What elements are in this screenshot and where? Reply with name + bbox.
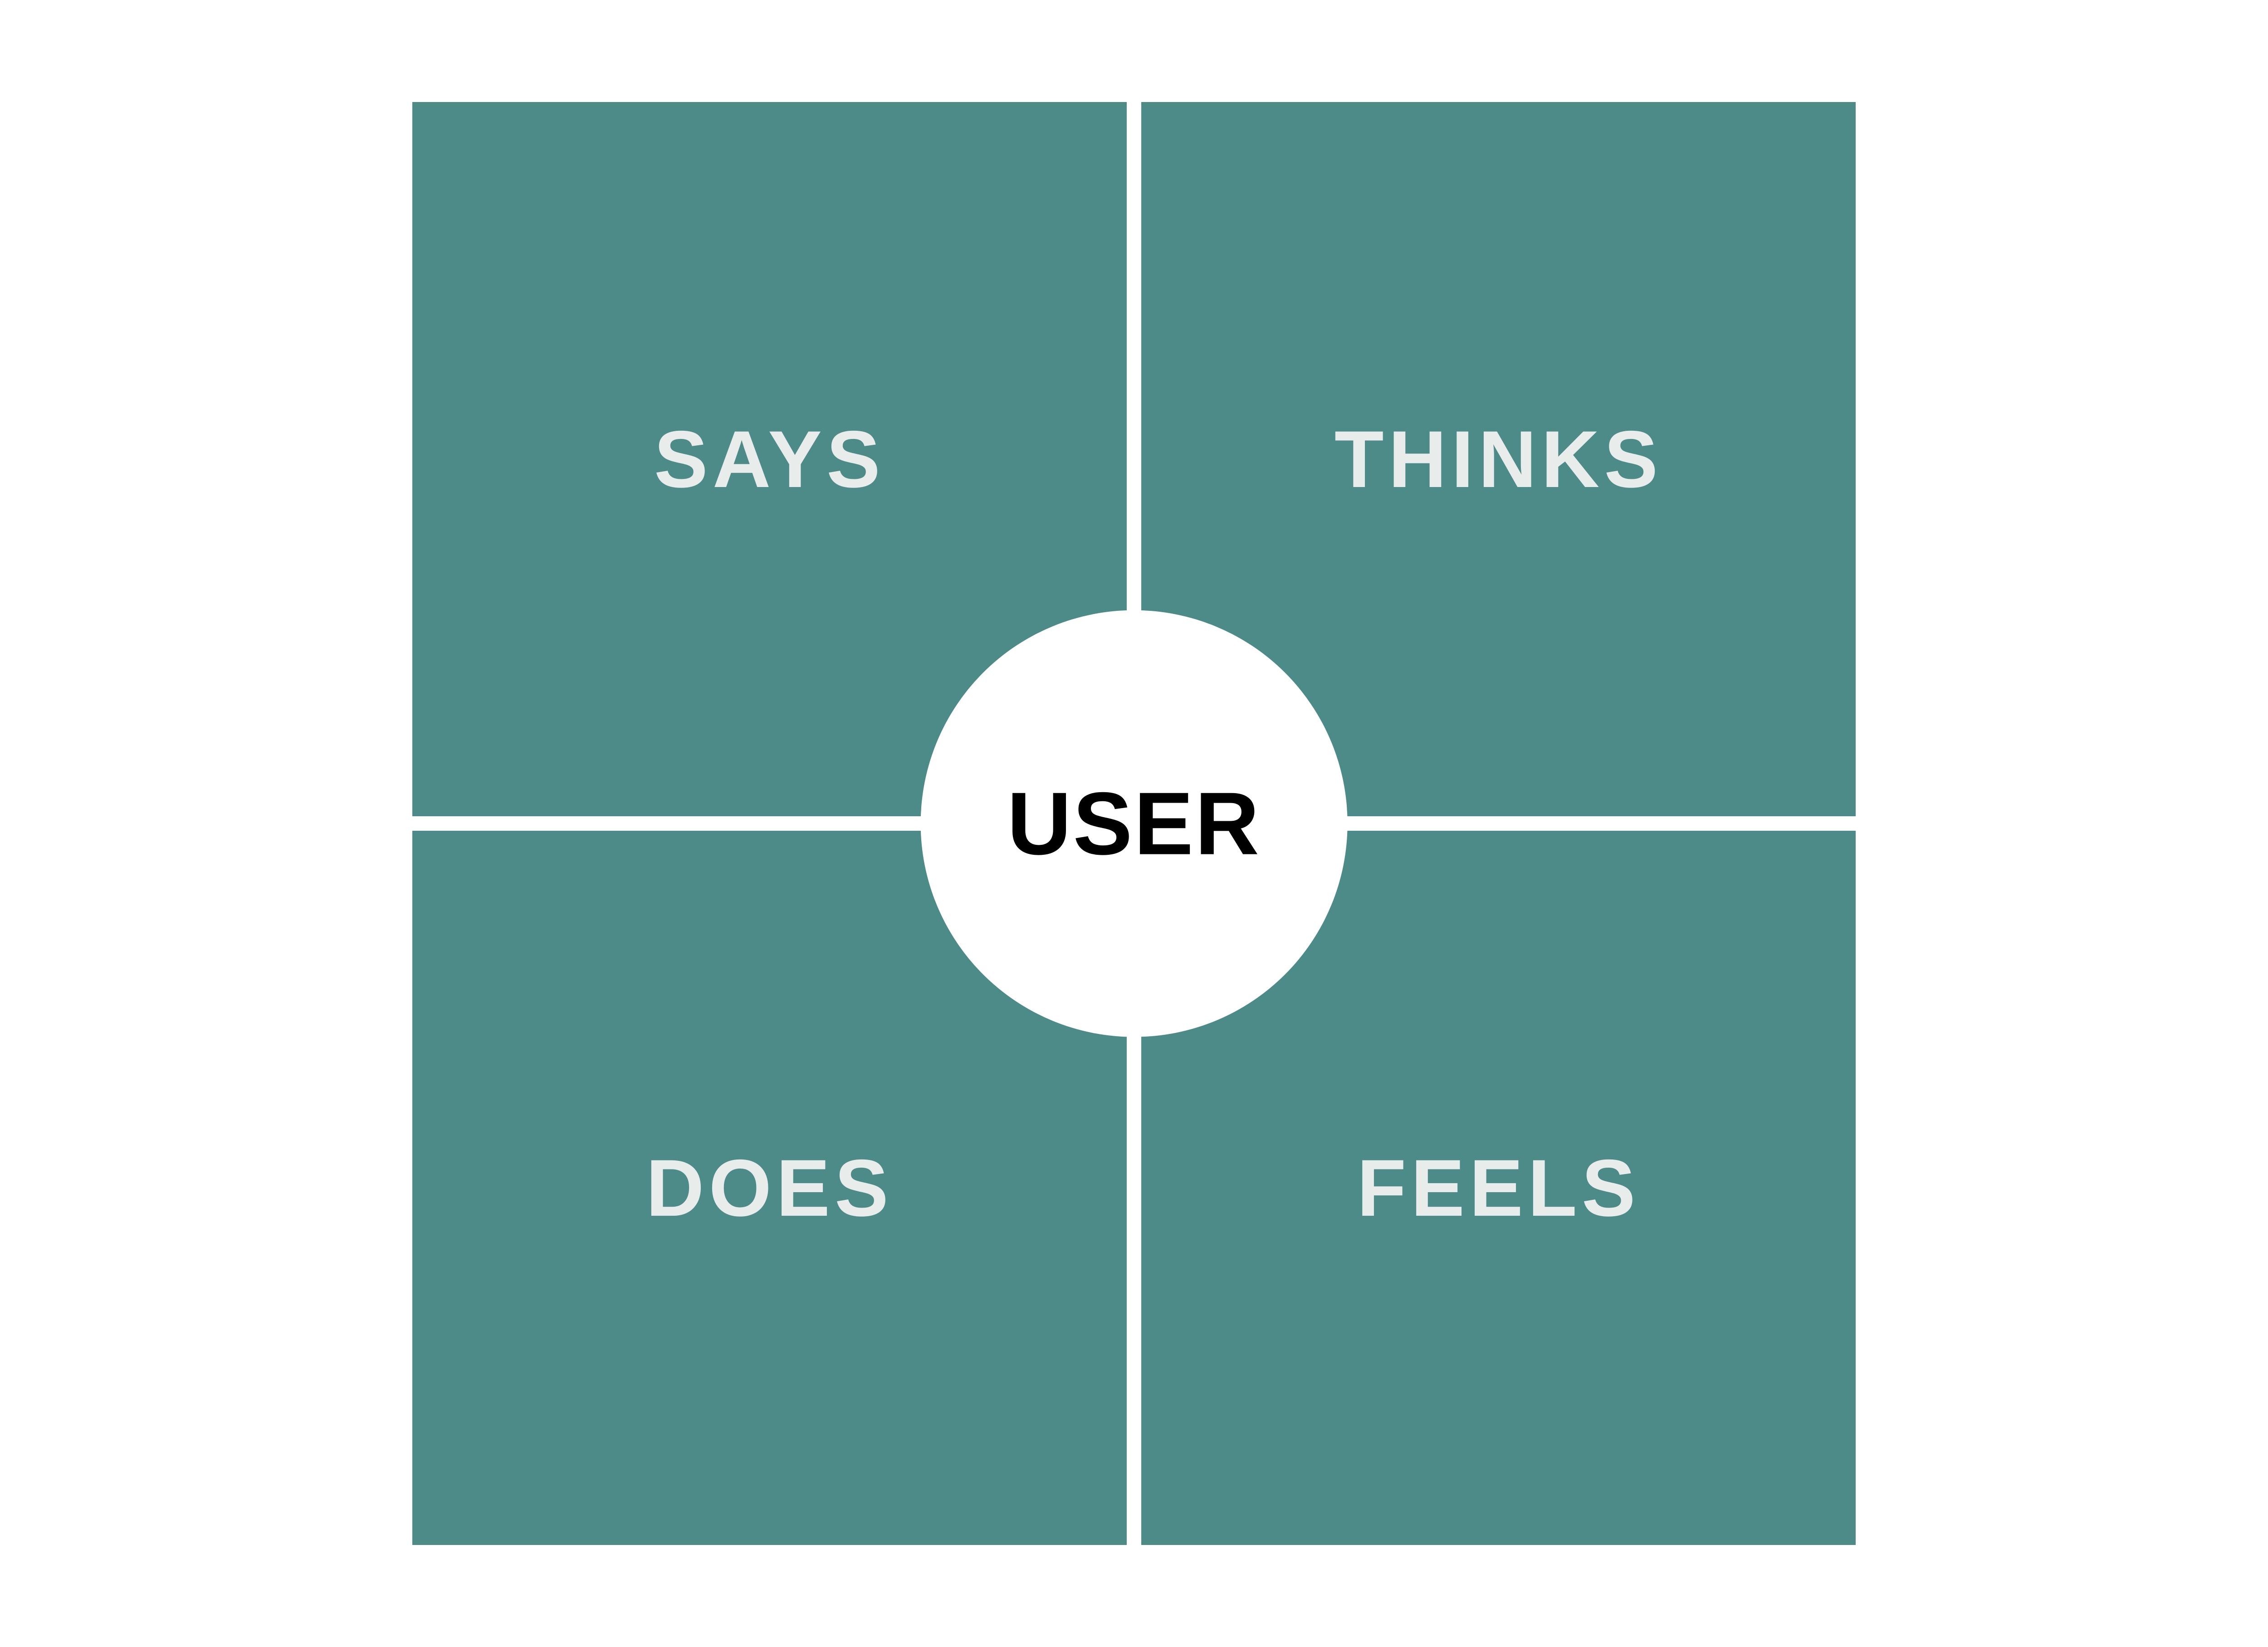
quadrant-says-label: SAYS <box>654 414 885 504</box>
quadrant-feels-label: FEELS <box>1357 1143 1640 1233</box>
quadrant-grid: SAYS THINKS DOES FEELS <box>412 102 1856 1545</box>
user-circle-label: USER <box>1007 774 1261 873</box>
user-circle: USER <box>920 610 1348 1037</box>
empathy-map-diagram: SAYS THINKS DOES FEELS USER <box>412 102 1856 1545</box>
quadrant-thinks-label: THINKS <box>1334 414 1663 504</box>
quadrant-does-label: DOES <box>645 1143 893 1233</box>
